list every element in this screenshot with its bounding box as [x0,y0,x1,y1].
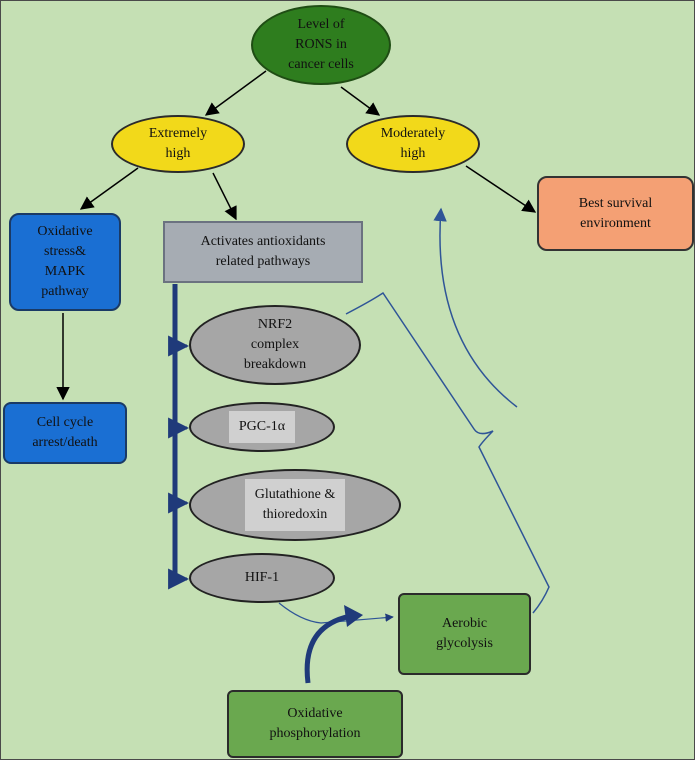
rons-level-line-1: Level of [297,17,345,32]
extremely-high-line-2: high [165,146,191,161]
rons-level-line-3: cancer cells [288,57,354,72]
glutathione-label: Glutathione & thioredoxin [244,479,346,531]
hif-label: HIF-1 [244,570,280,585]
aerobic-line-1: Aerobic [441,616,488,631]
pgc-label: PGC-1α [228,411,296,443]
moderately-high-line-1: Moderately [380,126,446,141]
glutathione-line-1: Glutathione & [254,487,336,502]
feedback-arrow-to-moderate [433,207,518,408]
activates-line-2: related pathways [215,254,311,269]
arrow-hif-to-aerobic [278,602,394,624]
arrow-extreme-to-oxstress [79,167,139,210]
oxidative-stress-line-1: Oxidative [37,224,93,239]
nrf2-node: NRF2 complex breakdown [189,305,361,385]
oxidative-stress-line-4: pathway [41,284,89,299]
nrf2-line-3: breakdown [243,357,307,372]
oxidative-stress-line-3: MAPK [44,264,86,279]
pgc-node: PGC-1α [189,402,335,452]
curved-arrow-oxphos-to-aerobic [304,613,352,684]
moderately-high-line-2: high [400,146,426,161]
hif-node: HIF-1 [189,553,335,603]
nrf2-line-1: NRF2 [257,317,293,332]
oxidative-stress-line-2: stress& [44,244,86,259]
arrow-extreme-to-activates [212,172,237,221]
best-survival-line-2: environment [580,215,651,231]
arrow-root-to-moderate [340,86,381,116]
arrow-moderate-to-best [465,165,537,213]
best-survival-node: Best survival environment [537,176,694,251]
cell-cycle-line-1: Cell cycle [36,415,94,430]
activates-antioxidants-node: Activates antioxidants related pathways [163,221,363,283]
oxidative-stress-node: Oxidative stress& MAPK pathway [9,213,121,311]
extremely-high-node: Extremely high [111,115,245,173]
oxphos-line-1: Oxidative [287,706,343,721]
best-survival-line-1: Best survival [578,195,653,211]
oxidative-phosphorylation-node: Oxidative phosphorylation [227,690,403,758]
rons-level-label: Level of RONS in cancer cells [288,15,354,75]
nrf2-line-2: complex [250,337,300,352]
rons-level-line-2: RONS in [295,37,347,52]
activates-line-1: Activates antioxidants [200,234,326,249]
aerobic-glycolysis-node: Aerobic glycolysis [398,593,531,675]
curly-brace [345,291,550,614]
rons-level-node: Level of RONS in cancer cells [251,5,391,85]
glutathione-node: Glutathione & thioredoxin [189,469,401,541]
glutathione-line-2: thioredoxin [262,507,328,522]
aerobic-line-2: glycolysis [436,636,493,651]
moderately-high-node: Moderately high [346,115,480,173]
cell-cycle-line-2: arrest/death [32,435,98,450]
extremely-high-line-1: Extremely [148,126,208,141]
cell-cycle-node: Cell cycle arrest/death [3,402,127,464]
oxphos-line-2: phosphorylation [269,726,361,741]
arrow-root-to-extreme [204,70,267,116]
curved-arrowhead [344,605,363,627]
